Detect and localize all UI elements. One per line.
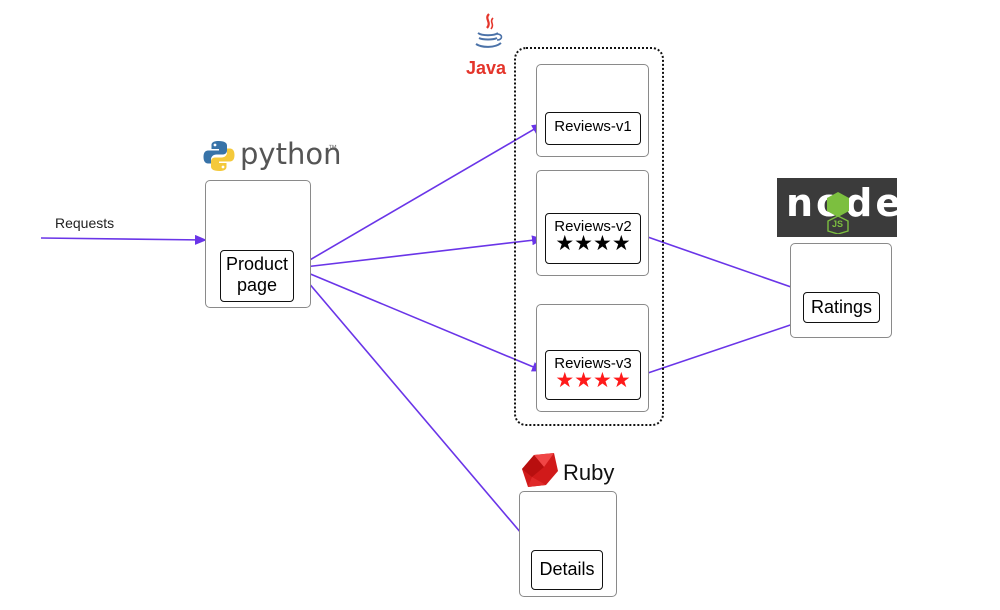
reviews-v2-star-rating: ★★★★ [555, 232, 631, 255]
python-logo-icon [203, 141, 235, 171]
node-logo: node JS [777, 178, 901, 237]
reviews-v2-label: Reviews-v2 [554, 218, 632, 235]
python-trademark: ™ [328, 143, 337, 153]
node-hexagon-icon [827, 192, 849, 234]
reviews-v1-box: Reviews-v1 [545, 112, 641, 145]
arrow-productpage-to-reviews-v3 [295, 267, 544, 372]
reviews-v2-box: Reviews-v2 ★★★★ [545, 213, 641, 264]
productpage-box: Product page [220, 250, 294, 302]
reviews-v3-label: Reviews-v3 [554, 355, 632, 372]
ratings-box: Ratings [803, 292, 880, 323]
arrow-productpage-to-reviews-v2 [295, 235, 544, 269]
details-box: Details [531, 550, 603, 590]
arrow-reviews-v2-to-ratings [641, 234, 815, 297]
arrow-productpage-to-reviews-v1 [295, 123, 544, 269]
ratings-service-box [790, 243, 892, 338]
ruby-logo-icon [522, 453, 558, 487]
ruby-logo-text: Ruby [563, 460, 615, 485]
node-js-text: JS [832, 219, 844, 229]
arrow-requests-to-productpage [40, 234, 207, 245]
requests-label: Requests [55, 215, 115, 231]
productpage-label-line1: Product [225, 254, 289, 274]
productpage-label-line2: page [236, 275, 278, 295]
ratings-label: Ratings [810, 297, 873, 317]
reviews-v3-box: Reviews-v3 ★★★★ [545, 350, 641, 400]
java-logo-icon [475, 13, 503, 48]
reviews-service-group [514, 47, 664, 426]
reviews-v3-star-rating: ★★★★ [555, 369, 631, 392]
python-logo-text: python [240, 137, 342, 171]
reviews-v1-label: Reviews-v1 [554, 118, 632, 135]
arrow-productpage-to-details [295, 267, 539, 554]
java-logo-text: Java [466, 58, 507, 78]
arrow-reviews-v3-to-ratings [641, 315, 815, 376]
details-label: Details [539, 559, 595, 579]
